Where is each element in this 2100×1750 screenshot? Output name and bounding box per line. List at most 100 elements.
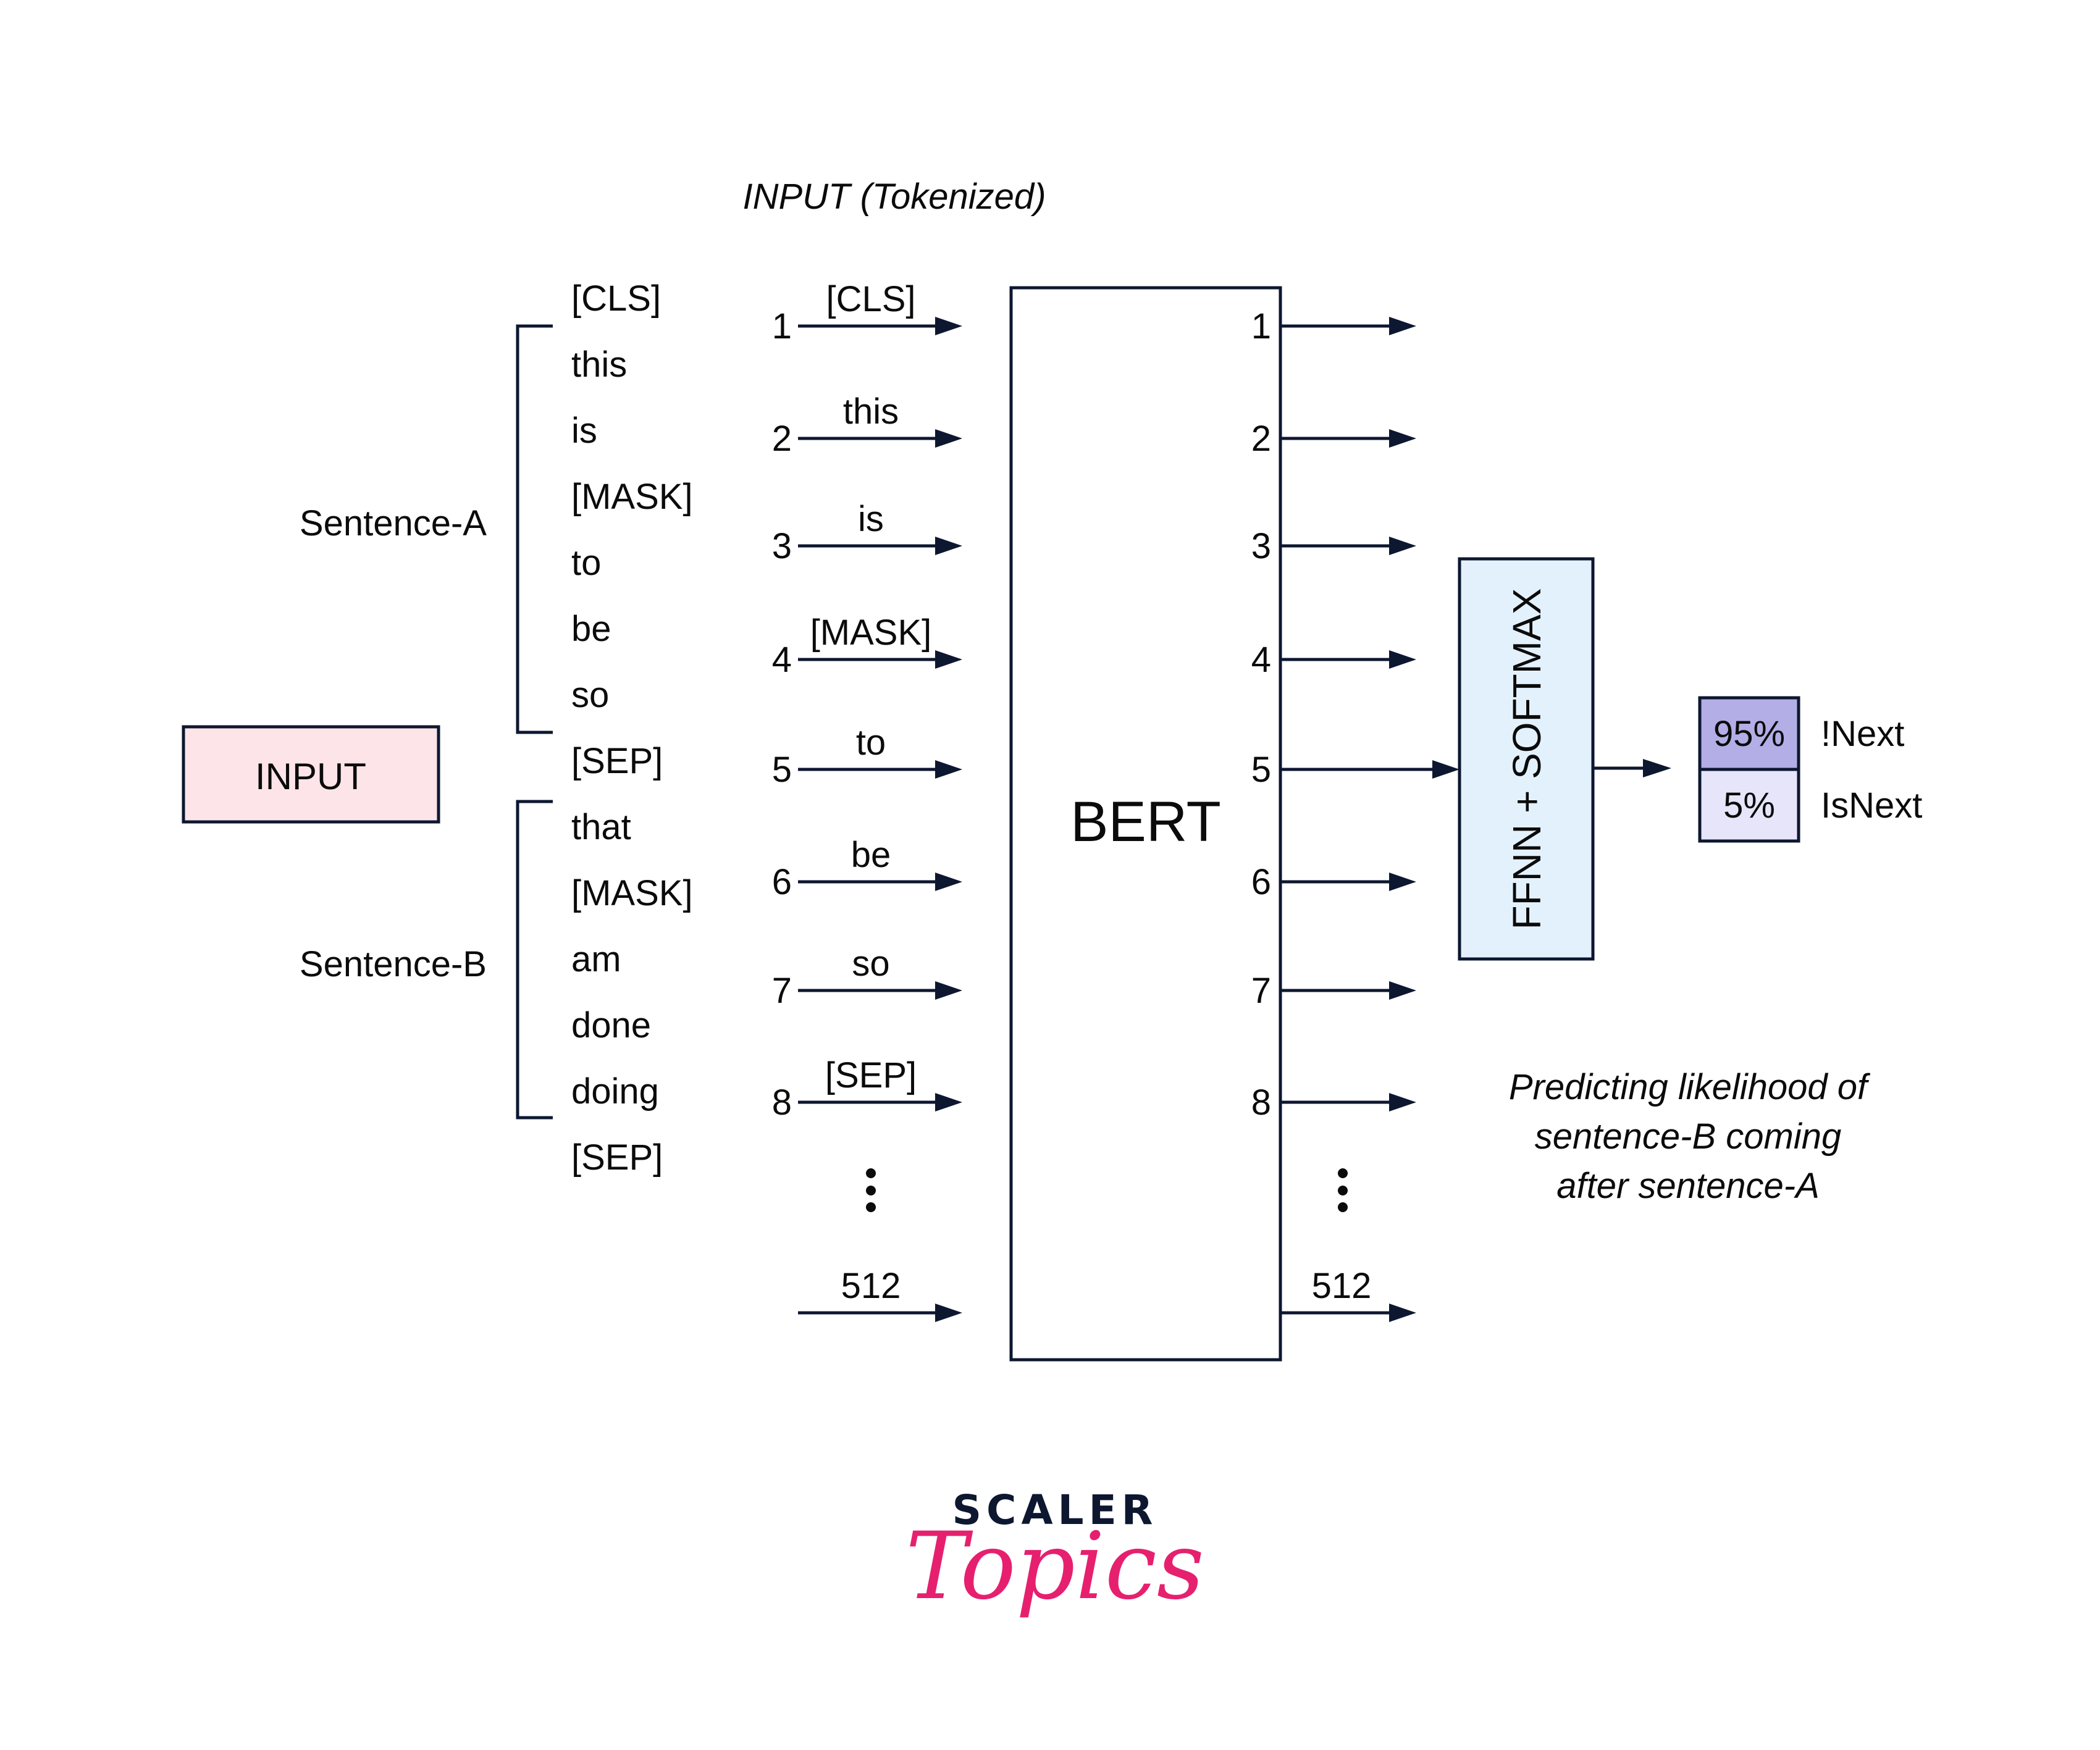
logo-sub: Topics	[905, 1513, 1204, 1620]
token-item: doing	[571, 1071, 659, 1112]
input-arrow-token: [SEP]	[825, 1055, 917, 1095]
output-index: 2	[1251, 419, 1271, 459]
sentence-a-bracket	[516, 324, 553, 734]
caption-line: after sentence-A	[1556, 1166, 1820, 1206]
bert-label: BERT	[1070, 790, 1221, 853]
prediction-label: IsNext	[1821, 785, 1922, 826]
input-box: INPUT	[182, 725, 440, 824]
output-arrow-row: 2	[1251, 419, 1416, 459]
input-arrow	[798, 650, 962, 669]
output-last-label: 512	[1312, 1266, 1372, 1306]
input-arrow-row: 5to	[772, 722, 962, 790]
prediction-row: 5% IsNext	[1698, 768, 1922, 843]
prediction-cell	[1698, 768, 1800, 843]
output-arrow-row: 6	[1251, 862, 1416, 902]
output-arrow-row: 3	[1251, 526, 1416, 566]
input-index: 8	[772, 1082, 792, 1123]
token-item: done	[571, 1005, 651, 1045]
input-arrow-row: 7 so	[772, 944, 962, 1011]
input-index: 1	[772, 306, 792, 346]
input-box-label: INPUT	[255, 756, 366, 797]
token-item: [CLS]	[571, 278, 661, 319]
input-last-label: 512	[841, 1266, 901, 1306]
token-item: is	[571, 411, 597, 451]
input-arrow	[798, 981, 962, 1000]
input-arrow-token: this	[843, 391, 899, 432]
input-arrow-token: is	[858, 499, 884, 539]
output-index: 4	[1251, 640, 1271, 680]
token-item: so	[571, 675, 609, 715]
token-item: am	[571, 939, 621, 979]
input-arrow	[798, 1304, 962, 1322]
token-list: [CLS]thisis[MASK]tobeso[SEP]that[MASK]am…	[571, 278, 693, 1178]
input-index: 7	[772, 971, 792, 1011]
output-index: 8	[1251, 1082, 1271, 1123]
caption: Predicting likelihood of sentence-B comin…	[1509, 1067, 1871, 1206]
output-arrow-row: 8	[1251, 1082, 1416, 1123]
output-arrow	[1280, 537, 1416, 555]
token-item: [SEP]	[571, 741, 663, 781]
token-item: that	[571, 807, 631, 847]
input-arrow	[798, 760, 962, 779]
input-arrow	[798, 429, 962, 448]
bert-box: BERT	[1009, 286, 1282, 1362]
output-arrow-row-last: 512	[1280, 1266, 1416, 1322]
input-arrow-row: 6be	[772, 835, 962, 902]
input-index: 2	[772, 419, 792, 459]
logo-brand: SCALER	[952, 1486, 1157, 1534]
input-arrow-row: 2 this	[772, 391, 962, 459]
output-index: 7	[1251, 971, 1271, 1011]
prediction-value: 95%	[1713, 714, 1785, 754]
input-index: 4	[772, 640, 792, 680]
caption-line: sentence-B coming	[1535, 1116, 1841, 1157]
input-arrow-token: [CLS]	[826, 279, 915, 319]
output-ellipsis-icon	[1338, 1168, 1348, 1212]
output-index: 1	[1251, 306, 1271, 346]
output-arrow	[1280, 1093, 1416, 1112]
token-item: [MASK]	[571, 477, 693, 517]
prediction-table: 95% !Next 5% IsNext	[1698, 696, 1922, 843]
output-arrow	[1280, 317, 1416, 335]
output-arrow-row: 5	[1251, 750, 1460, 790]
input-arrow-row: 8 [SEP]	[772, 1055, 962, 1123]
output-arrow	[1280, 760, 1460, 779]
token-item: [SEP]	[571, 1137, 663, 1178]
input-arrows: 1 [CLS] 2 this 3 is 4 [MASK] 5to 6be 7 so 8 [SEP] 512	[772, 279, 962, 1322]
output-index: 3	[1251, 526, 1271, 566]
prediction-row: 95% !Next	[1698, 696, 1904, 771]
output-arrow	[1280, 873, 1416, 891]
input-arrow-token: [MASK]	[810, 613, 932, 653]
sentence-b-bracket	[516, 800, 553, 1120]
input-arrow-row: 1 [CLS]	[772, 279, 962, 346]
input-ellipsis-icon	[866, 1168, 876, 1212]
ffnn-softmax-box: FFNN + SOFTMAX	[1458, 557, 1595, 961]
scaler-topics-logo: SCALER Topics	[905, 1486, 1204, 1620]
diagram-title: INPUT (Tokenized)	[742, 177, 1046, 217]
input-arrow-token: so	[852, 944, 889, 984]
input-arrow-row: 4 [MASK]	[772, 613, 962, 680]
input-arrow	[798, 1093, 962, 1112]
output-arrow	[1280, 1304, 1416, 1322]
prediction-label: !Next	[1821, 714, 1904, 754]
ffnn-output-arrow	[1593, 759, 1671, 777]
output-arrow-row: 1	[1251, 306, 1416, 346]
input-arrow	[798, 317, 962, 335]
input-index: 6	[772, 862, 792, 902]
input-index: 3	[772, 526, 792, 566]
prediction-value: 5%	[1723, 785, 1775, 826]
caption-line: Predicting likelihood of	[1509, 1067, 1871, 1107]
sentence-a-label: Sentence-A	[300, 503, 487, 543]
ffnn-softmax-label: FFNN + SOFTMAX	[1505, 588, 1549, 930]
input-arrow	[798, 873, 962, 891]
output-arrow	[1280, 429, 1416, 448]
token-item: this	[571, 345, 627, 385]
output-index: 5	[1251, 750, 1271, 790]
sentence-b-label: Sentence-B	[300, 944, 487, 984]
token-item: be	[571, 609, 611, 649]
token-item: [MASK]	[571, 873, 693, 913]
input-index: 5	[772, 750, 792, 790]
output-arrows: 1 2 3 4 5 6 7 8 512	[1251, 306, 1460, 1322]
input-arrow	[798, 537, 962, 555]
output-arrow	[1280, 650, 1416, 669]
